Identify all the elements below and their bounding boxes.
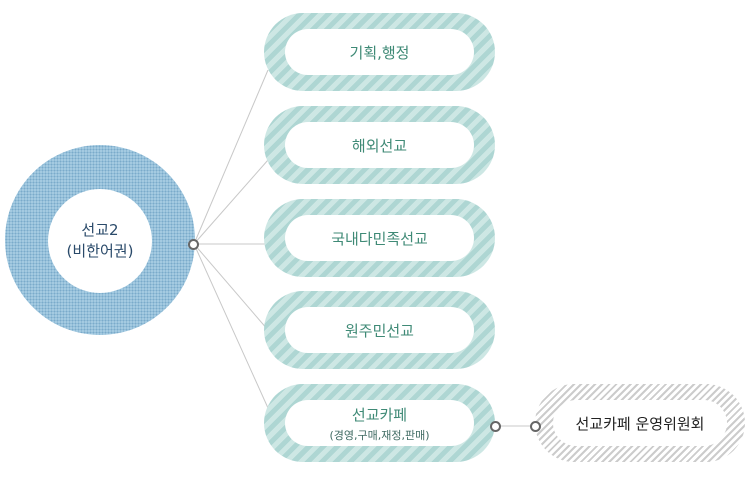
cafe-connector-dot: [490, 421, 501, 432]
connector-to-cafe: [193, 243, 269, 409]
node-sublabel: (경영,구매,재정,판매): [329, 428, 430, 442]
hub-subtitle: (비한어권): [66, 242, 134, 260]
connector-to-native: [193, 243, 269, 331]
node-planning-admin: 기획,행정: [264, 13, 495, 91]
mission2-hub-ring: [5, 145, 195, 335]
node-overseas-mission: 해외선교: [264, 106, 495, 184]
mission2-hub: 선교2 (비한어권): [48, 189, 152, 293]
hub-title: 선교2: [81, 221, 119, 239]
node-label: 해외선교: [351, 136, 408, 155]
connector-to-overseas: [193, 159, 269, 245]
node-label: 국내다민족선교: [331, 229, 428, 248]
node-native-mission: 원주민선교: [264, 291, 495, 369]
node-domestic-multiethnic-mission: 국내다민족선교: [264, 199, 495, 277]
node-label: 선교카페: [351, 405, 408, 424]
node-label: 원주민선교: [344, 321, 414, 340]
node-cafe-committee: 선교카페 운영위원회: [535, 384, 745, 462]
committee-connector-dot: [530, 421, 541, 432]
hub-connector-dot: [188, 239, 199, 250]
committee-label: 선교카페 운영위원회: [575, 414, 705, 433]
node-label: 기획,행정: [349, 43, 410, 62]
connector-to-planning: [193, 69, 269, 245]
node-mission-cafe: 선교카페 (경영,구매,재정,판매): [264, 384, 495, 462]
